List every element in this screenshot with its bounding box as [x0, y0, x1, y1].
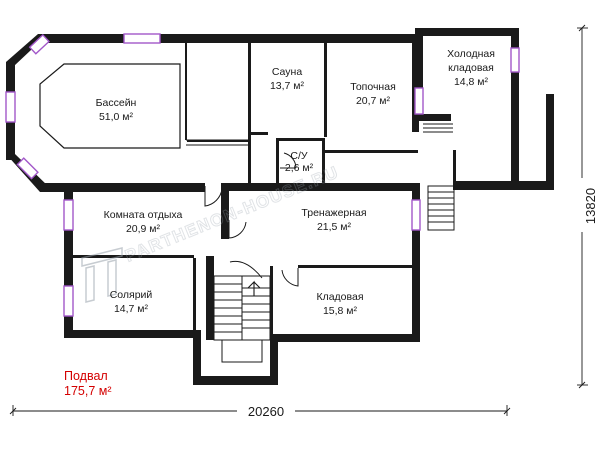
wall-stair-left: [193, 330, 201, 385]
walls: [6, 28, 554, 385]
room-pool-area: 51,0 м²: [99, 111, 134, 123]
wall-boiler-bottom: [324, 150, 418, 153]
windows: [5, 33, 520, 317]
wall-wc-right: [322, 138, 325, 183]
outside-staircase: [423, 123, 455, 231]
room-sauna-area: 13,7 м²: [270, 80, 305, 92]
wall-pool-hall: [187, 140, 249, 142]
room-storage-name: Кладовая: [316, 291, 363, 303]
room-cold-storage-name: Холодная: [447, 48, 495, 60]
wall-wc-left: [276, 138, 279, 183]
window-boiler: [414, 87, 424, 115]
height-dimension-label: 13820: [583, 188, 598, 224]
room-storage-area: 15,8 м²: [323, 305, 358, 317]
wall-solarium-top: [64, 255, 194, 258]
room-wc-name: С/У: [290, 150, 308, 162]
floor-name: Подвал: [64, 369, 108, 383]
room-pool-name: Бассейн: [96, 97, 137, 109]
window-lounge: [63, 199, 74, 231]
wall-right-upper: [412, 36, 419, 132]
window-oct-sw: [16, 157, 39, 180]
door-gym-storage: [281, 268, 299, 287]
room-lounge-area: 20,9 м²: [126, 223, 161, 235]
wall-bottom-left: [64, 330, 194, 338]
wall-annex-bottom: [453, 181, 554, 190]
window-cold-storage: [510, 47, 520, 73]
width-dimension: [9, 405, 511, 416]
room-wc-area: 2,6 м²: [285, 162, 314, 174]
room-lounge-name: Комната отдыха: [104, 209, 183, 221]
room-cold-storage-name2: кладовая: [448, 62, 494, 74]
wall-gym-bottom: [298, 265, 414, 268]
pool-basin: [39, 63, 181, 149]
room-gym-name: Тренажерная: [301, 207, 366, 219]
room-solarium-name: Солярий: [110, 289, 153, 301]
room-boiler-area: 20,7 м²: [356, 95, 391, 107]
wall-middle-2: [222, 183, 418, 191]
window-oct-w: [5, 91, 16, 123]
watermark-logo-icon: [81, 247, 123, 303]
room-boiler-name: Топочная: [350, 81, 396, 93]
stair-arrow: [247, 280, 261, 296]
wall-sauna-left: [248, 42, 251, 183]
room-gym-area: 21,5 м²: [317, 221, 352, 233]
door-wc: [280, 152, 297, 169]
wall-cold-bottom: [415, 114, 451, 121]
doors: [204, 152, 299, 287]
window-gym: [411, 199, 421, 231]
wall-outside-stair: [453, 150, 456, 186]
window-solarium: [63, 285, 74, 317]
wall-wc-top: [277, 138, 325, 141]
door-stair: [229, 260, 263, 279]
door-lounge-hall: [228, 220, 247, 239]
wall-lounge-right: [221, 183, 229, 239]
room-solarium-area: 14,7 м²: [114, 303, 149, 315]
room-cold-storage-area: 14,8 м²: [454, 76, 489, 88]
wall-solarium-right: [193, 258, 196, 333]
window-top-pool: [123, 33, 161, 44]
inner-staircase: [213, 275, 271, 363]
wall-bottom-right: [270, 334, 420, 342]
wall-stair-inner-r: [270, 266, 273, 336]
door-pool-lounge: [204, 186, 223, 207]
wall-pool-inner: [185, 42, 187, 140]
room-sauna-name: Сауна: [272, 66, 302, 78]
wall-stair-right: [270, 334, 278, 385]
floor-area: 175,7 м²: [64, 384, 112, 398]
wall-annex: [546, 94, 554, 190]
wall-stair-post: [206, 256, 214, 340]
wall-top: [38, 34, 420, 43]
wall-stair-bottom: [193, 376, 278, 385]
wall-cold-top: [415, 28, 515, 36]
wall-sauna-bottom: [248, 132, 268, 135]
room-labels: Бассейн 51,0 м² Сауна 13,7 м² Топочная 2…: [96, 48, 495, 317]
height-dimension: [577, 24, 588, 389]
wall-right-lower: [412, 183, 420, 342]
wall-left-lower: [64, 190, 73, 338]
wall-sauna-right: [324, 42, 327, 137]
wall-cold-right: [511, 28, 519, 190]
window-oct-nw: [28, 33, 50, 55]
width-dimension-label: 20260: [248, 404, 284, 419]
wall-middle: [40, 183, 205, 192]
